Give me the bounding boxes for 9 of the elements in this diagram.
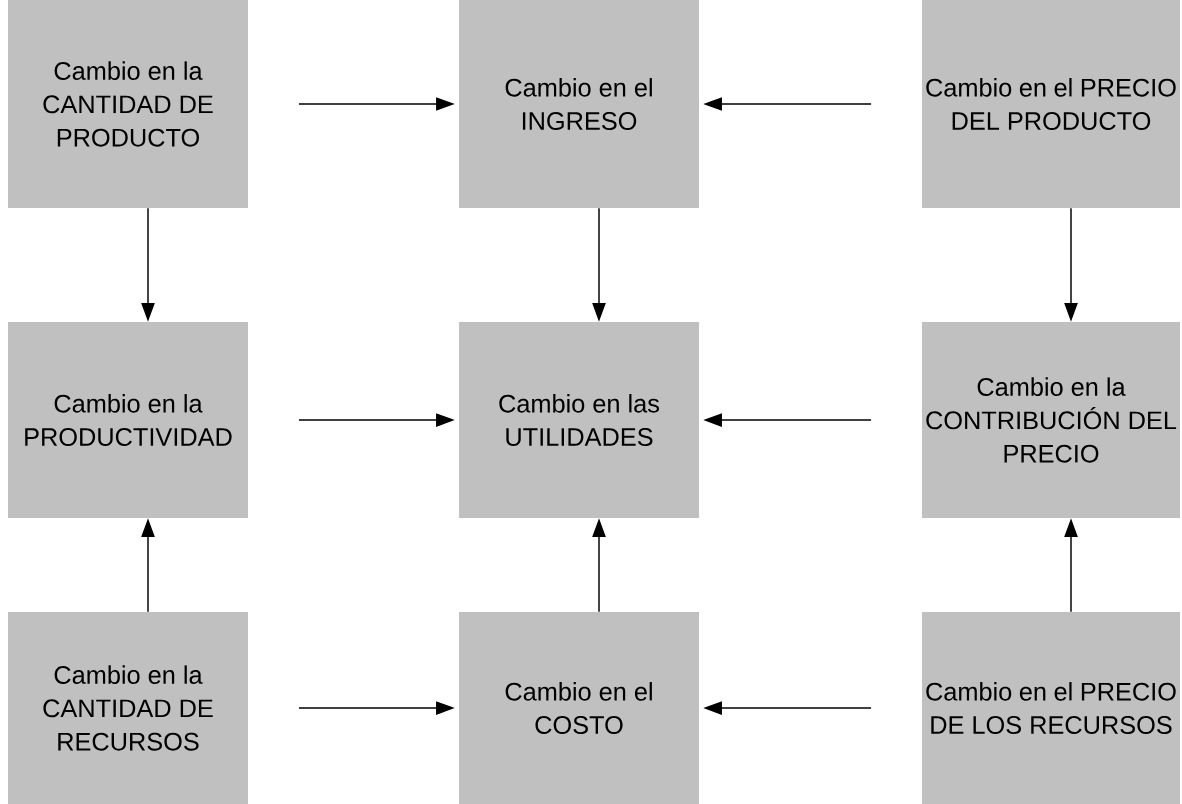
- process-box: Cambio en la PRODUCTIVIDAD: [8, 322, 248, 518]
- process-box: Cambio en las UTILIDADES: [459, 322, 699, 518]
- process-box: Cambio en la CANTIDAD DE PRODUCTO: [8, 0, 248, 208]
- process-box: Cambio en la CONTRIBUCIÓN DEL PRECIO: [922, 322, 1180, 518]
- process-box: Cambio en el PRECIO DE LOS RECURSOS: [922, 612, 1180, 804]
- process-box: Cambio en la CANTIDAD DE RECURSOS: [8, 612, 248, 804]
- process-box: Cambio en el INGRESO: [459, 0, 699, 208]
- process-box: Cambio en el COSTO: [459, 612, 699, 804]
- process-box: Cambio en el PRECIO DEL PRODUCTO: [922, 0, 1180, 208]
